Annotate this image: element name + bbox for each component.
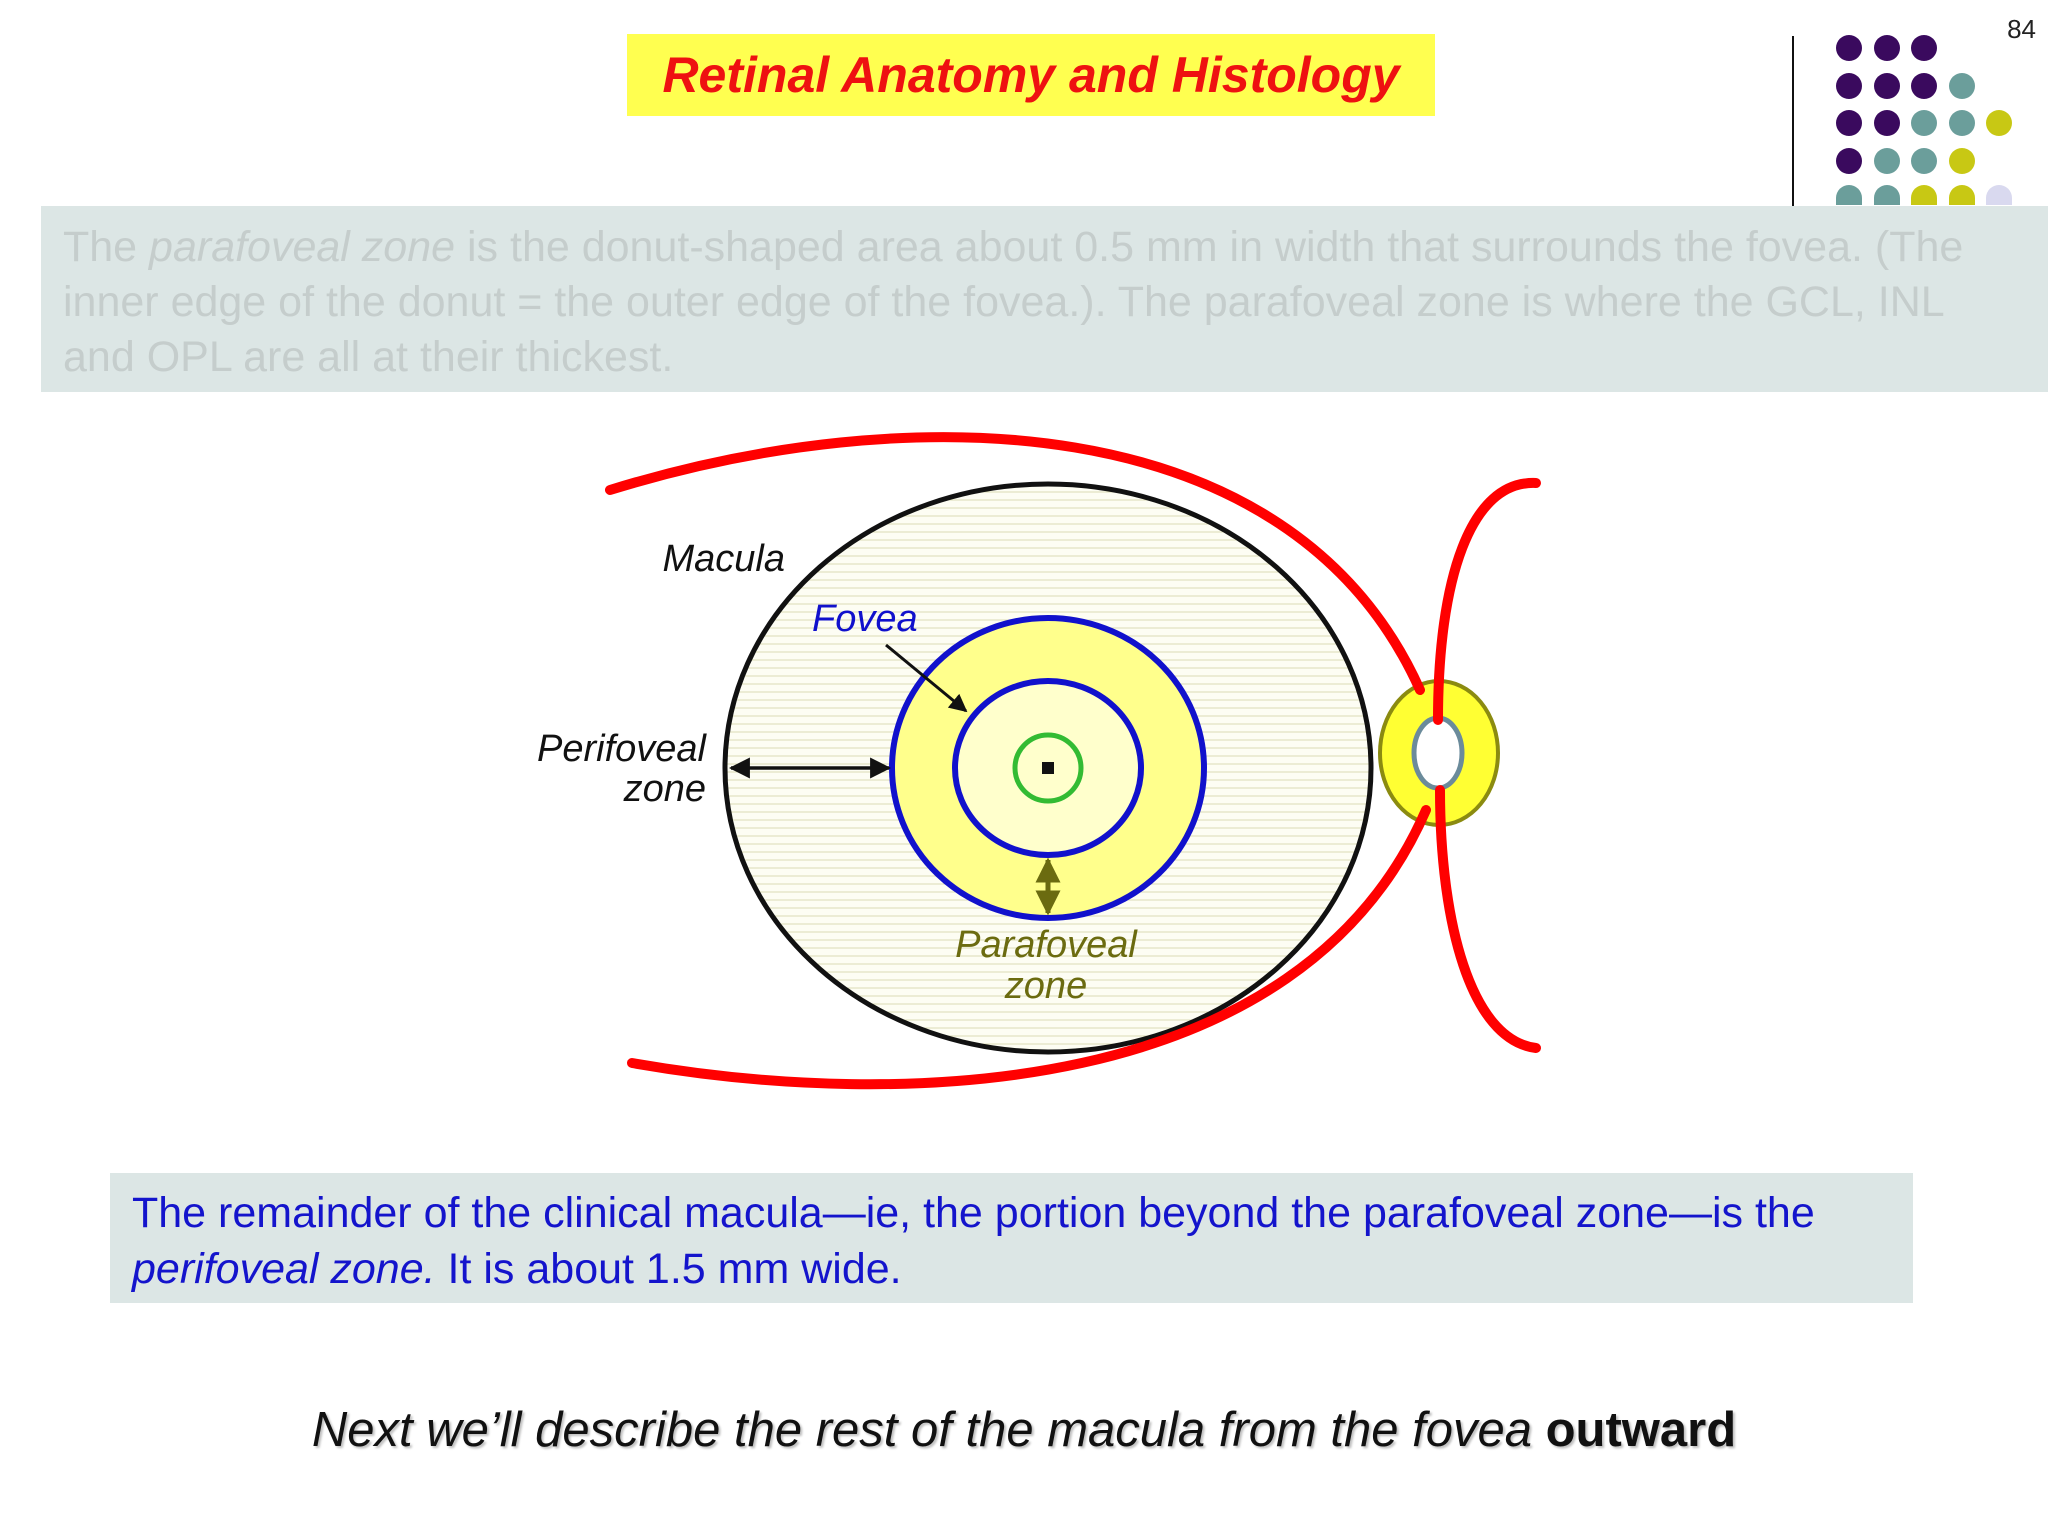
decorative-dot <box>1986 110 2012 136</box>
page-number: 84 <box>2007 14 2036 44</box>
arcade-curve-lower-left <box>627 805 1431 1090</box>
decorative-dot <box>1836 72 1862 99</box>
foveal-center-dot <box>1042 762 1054 774</box>
closing-statement: Next we’ll describe the rest of the macu… <box>0 1402 2048 1458</box>
top-text-2: parafoveal zone <box>149 223 456 271</box>
arcade-curve-upper-right <box>1433 477 1541 725</box>
decorative-dot <box>1836 185 1862 205</box>
bottom-text-2: perifoveal zone. <box>132 1245 436 1293</box>
top-text-3: is the donut-shaped area about 0.5 mm in… <box>63 223 1976 381</box>
parafoveal-label-line1: Parafoveal <box>955 924 1138 966</box>
decorative-dot <box>1911 147 1937 174</box>
optic-cup <box>1411 715 1465 791</box>
bottom-text-3: It is about 1.5 mm wide. <box>435 1245 902 1293</box>
decorative-dot <box>1836 110 1862 136</box>
decorative-dot <box>1873 147 1900 174</box>
decorative-dot <box>1873 110 1900 136</box>
decorative-dot <box>1948 110 1975 136</box>
decorative-dot <box>1911 110 1937 136</box>
decorative-dot <box>1873 72 1900 99</box>
decorative-dot <box>1911 35 1937 61</box>
divider-line <box>1792 36 1794 208</box>
arcade-curve-lower-right <box>1435 785 1541 1053</box>
closing-bold-text: outward <box>1545 1403 1737 1457</box>
arcade-curve-upper-left <box>605 432 1425 695</box>
macula-label: Macula <box>663 538 786 580</box>
perifoveal-label-line2: zone <box>623 768 706 810</box>
fovea-pointer-arrow <box>885 643 968 713</box>
parafoveal-label-line2: zone <box>1004 965 1087 1007</box>
perifoveal-description-box: The remainder of the clinical macula—ie,… <box>110 1173 1913 1303</box>
slide-title: Retinal Anatomy and Histology <box>662 47 1400 103</box>
decorative-dot <box>1986 185 2012 205</box>
decorative-dot <box>1836 147 1862 174</box>
bottom-text-1: The remainder of the clinical macula—ie,… <box>132 1189 1827 1237</box>
decorative-dot <box>1911 72 1937 99</box>
title-banner: Retinal Anatomy and Histology <box>627 34 1435 116</box>
decorative-dot <box>1836 35 1862 61</box>
decorative-dot <box>1911 185 1937 205</box>
top-text-1: The <box>63 223 150 271</box>
decorative-dot <box>1948 72 1975 99</box>
decorative-dot <box>1873 185 1900 205</box>
closing-italic-text: Next we’ll describe the rest of the macu… <box>311 1403 1546 1457</box>
fovea-label: Fovea <box>812 598 918 640</box>
decorative-dot <box>1948 147 1975 174</box>
parafoveal-description-box: The parafoveal zone is the donut-shaped … <box>41 206 2048 392</box>
perifoveal-label-line1: Perifoveal <box>537 728 708 770</box>
decorative-dot <box>1873 35 1900 61</box>
decorative-dot <box>1948 185 1975 205</box>
